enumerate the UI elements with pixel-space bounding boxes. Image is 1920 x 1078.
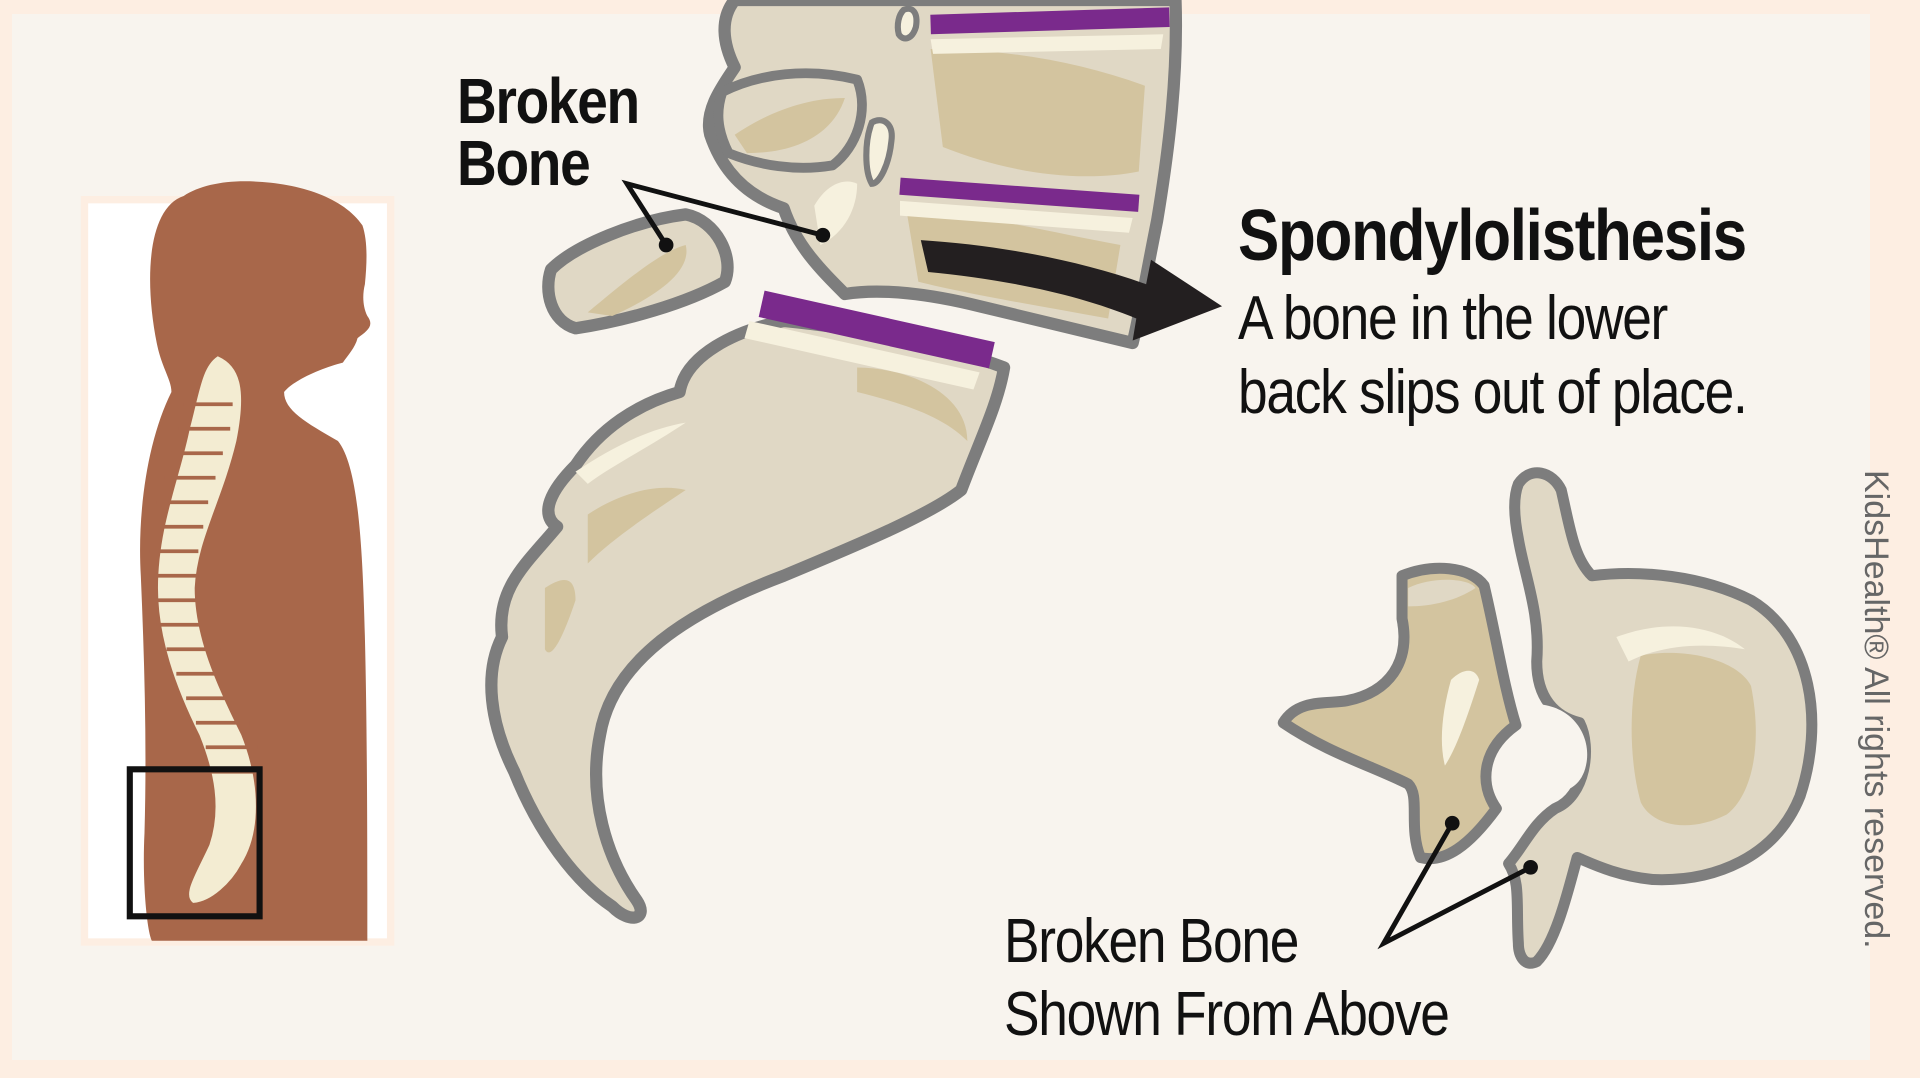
body-silhouette-figure [80, 181, 395, 946]
label-line: Broken [457, 65, 640, 137]
copyright-notice: KidsHealth® All rights reserved. [1857, 470, 1895, 949]
vertebra-top-view [1277, 467, 1818, 969]
child-silhouette [140, 181, 371, 941]
label-line: Broken Bone [1004, 907, 1299, 976]
leader-dot [1523, 859, 1538, 875]
leader-lines-side [621, 179, 824, 247]
slip-direction-arrow-icon [920, 240, 1223, 341]
description-line: back slips out of place. [1238, 358, 1748, 427]
broken-bone-label-top-view: Broken Bone Shown From Above [1004, 905, 1450, 1051]
leader-lines-top [1377, 821, 1532, 950]
description-line: A bone in the lower [1238, 284, 1668, 353]
label-line: Bone [457, 127, 591, 199]
sacrum-bone [485, 314, 1011, 924]
diagram-description: A bone in the lower back slips out of pl… [1238, 282, 1748, 430]
disc-middle [899, 177, 1140, 212]
leader-dot [658, 237, 674, 253]
leader-dot [1444, 815, 1460, 831]
diagram-title: Spondylolisthesis [1238, 196, 1747, 276]
spine [157, 356, 256, 903]
vertebral-arch-fragment [1277, 562, 1522, 865]
lower-back-highlight-box [126, 766, 263, 920]
broken-bone-fragment [542, 208, 734, 335]
disc-lower [758, 290, 995, 369]
disc-top [930, 7, 1170, 35]
lumbar-spine-closeup [485, 0, 1223, 924]
leader-dot [815, 227, 831, 243]
broken-bone-label-side: Broken Bone [457, 65, 640, 199]
label-line: Shown From Above [1004, 980, 1450, 1049]
